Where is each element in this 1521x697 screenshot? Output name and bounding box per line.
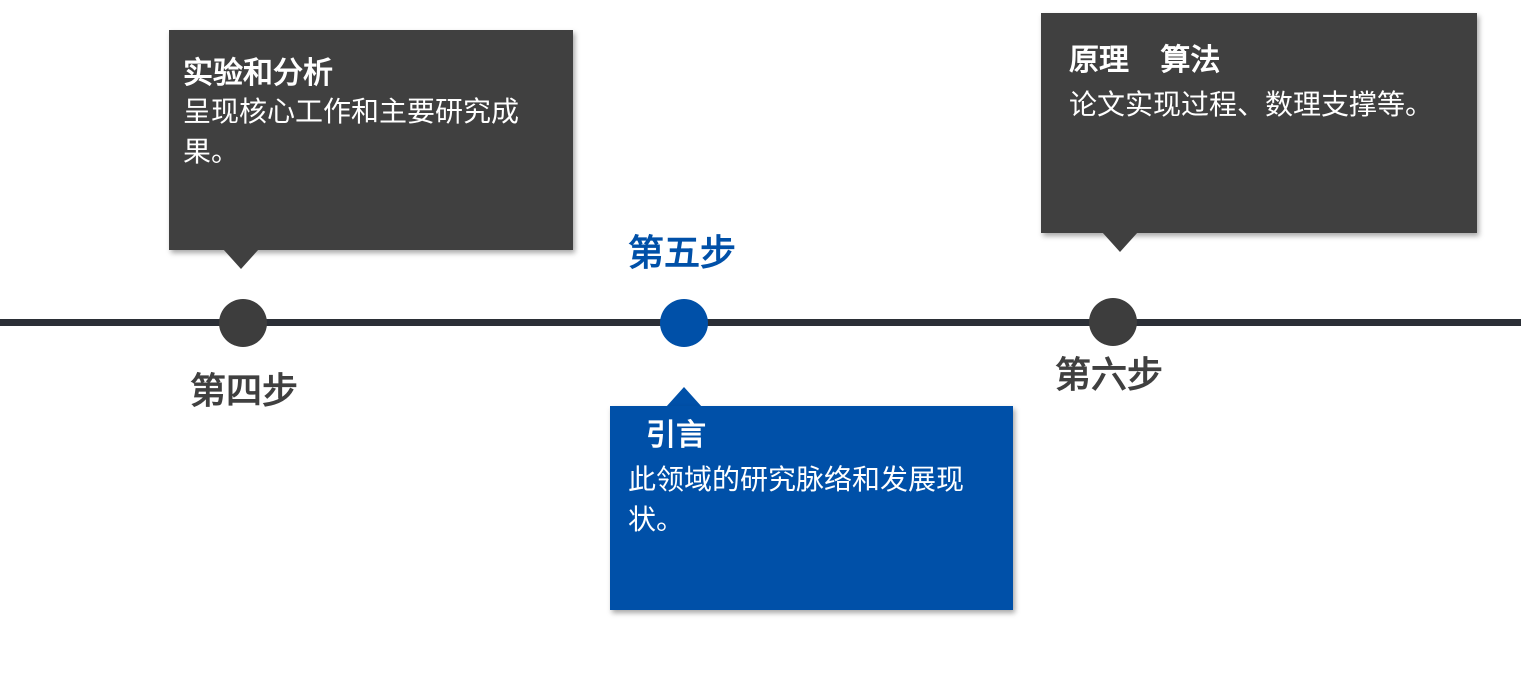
- step-four-card-title: 实验和分析: [183, 56, 333, 91]
- step-six-label: 第六步: [1055, 355, 1164, 396]
- step-four-card-pointer: [223, 249, 259, 269]
- step-four-label: 第四步: [190, 371, 299, 412]
- step-six-card-title: 原理 算法: [1069, 43, 1221, 78]
- step-six-card: 原理 算法 论文实现过程、数理支撑等。: [1041, 13, 1477, 233]
- step-six-card-desc: 论文实现过程、数理支撑等。: [1069, 88, 1434, 121]
- step-five-card: 引言 此领域的研究脉络和发展现状。: [610, 406, 1013, 610]
- step-four-card: 实验和分析 呈现核心工作和主要研究成果。: [169, 30, 573, 250]
- step-six-node: [1089, 298, 1137, 346]
- step-four-card-desc: 呈现核心工作和主要研究成果。: [183, 95, 520, 168]
- step-five-label: 第五步: [628, 233, 737, 274]
- step-five-card-desc: 此领域的研究脉络和发展现状。: [628, 463, 965, 536]
- step-six-card-pointer: [1102, 232, 1138, 252]
- timeline-line: [0, 319, 1521, 326]
- step-five-node: [660, 299, 708, 347]
- step-four-node: [219, 299, 267, 347]
- step-five-card-pointer: [666, 387, 702, 407]
- step-five-card-title: 引言: [646, 418, 706, 453]
